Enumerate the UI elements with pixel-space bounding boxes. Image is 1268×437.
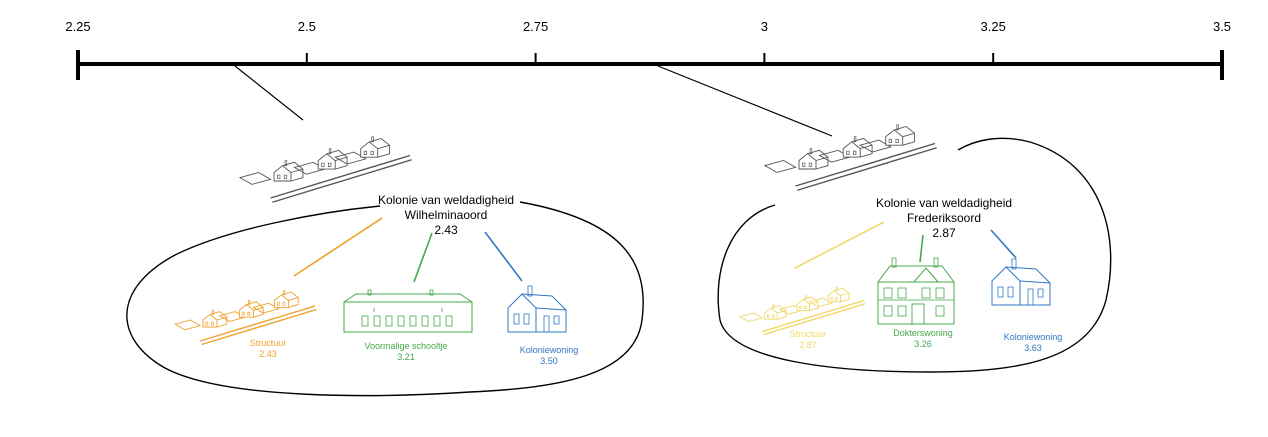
item-name: Structuur — [789, 329, 827, 339]
timeline-tick-label: 3.25 — [980, 19, 1006, 34]
timeline-ticks — [76, 50, 1224, 80]
item-label-school-1: Voormalige schooltje 3.21 — [364, 341, 447, 363]
colony-title-line1: Kolonie van weldadigheid — [875, 196, 1013, 210]
colony-title-line1: Kolonie van weldadigheid — [377, 193, 515, 207]
timeline-tick-label: 3 — [760, 19, 769, 34]
item-score: 3.50 — [540, 356, 558, 366]
branch-school-1 — [413, 232, 433, 283]
colony-title-line2: Wilhelminaoord — [404, 208, 488, 222]
village-structure-icon — [763, 124, 937, 191]
village-structure-icon — [173, 290, 317, 346]
item-score: 3.21 — [397, 352, 415, 362]
doctor-house-icon — [877, 257, 955, 325]
enclosure-wilhelminaoord — [126, 201, 644, 397]
timeline-tick-label: 2.75 — [522, 19, 549, 34]
colony-title-wilhelminaoord: Kolonie van weldadigheid Wilhelminaoord … — [378, 193, 514, 238]
branch-structuur-2 — [794, 221, 885, 269]
colony-house-icon — [991, 258, 1051, 306]
item-score: 3.26 — [914, 339, 932, 349]
school-building-icon — [343, 289, 473, 333]
item-score: 2.43 — [259, 349, 277, 359]
item-name: Structuur — [249, 338, 287, 348]
item-label-structuur-2: Structuur 2.87 — [790, 329, 827, 351]
timeline-tick-label: 3.5 — [1212, 19, 1232, 34]
village-structure-icon — [238, 136, 412, 203]
enclosure-frederiksoord — [717, 137, 1112, 373]
timeline-tick-label: 2.25 — [65, 19, 91, 34]
timeline-tick-label: 2.5 — [297, 19, 316, 34]
item-name: Koloniewoning — [1003, 332, 1063, 342]
colony-score: 2.43 — [434, 223, 458, 237]
item-name: Voormalige schooltje — [364, 341, 448, 351]
item-label-structuur-1: Structuur 2.43 — [250, 338, 287, 360]
item-score: 3.63 — [1024, 343, 1042, 353]
item-label-dokter-2: Dokterswoning 3.26 — [893, 328, 953, 350]
item-name: Koloniewoning — [519, 345, 579, 355]
connector-wilhelminaoord — [234, 65, 304, 121]
branch-structuur-1 — [293, 217, 383, 277]
village-structure-icon — [738, 286, 866, 336]
branch-kolonie-1 — [484, 231, 523, 282]
connector-frederiksoord — [657, 65, 833, 137]
item-label-kolonie-2: Koloniewoning 3.63 — [1004, 332, 1063, 354]
colony-score: 2.87 — [932, 226, 956, 240]
colony-house-icon — [507, 285, 567, 333]
item-label-kolonie-1: Koloniewoning 3.50 — [520, 345, 579, 367]
branch-dokter-2 — [919, 234, 924, 263]
branch-kolonie-2 — [990, 229, 1017, 259]
item-score: 2.87 — [799, 340, 817, 350]
colony-title-frederiksoord: Kolonie van weldadigheid Frederiksoord 2… — [876, 196, 1012, 241]
item-name: Dokterswoning — [893, 328, 953, 338]
colony-title-line2: Frederiksoord — [906, 211, 982, 225]
